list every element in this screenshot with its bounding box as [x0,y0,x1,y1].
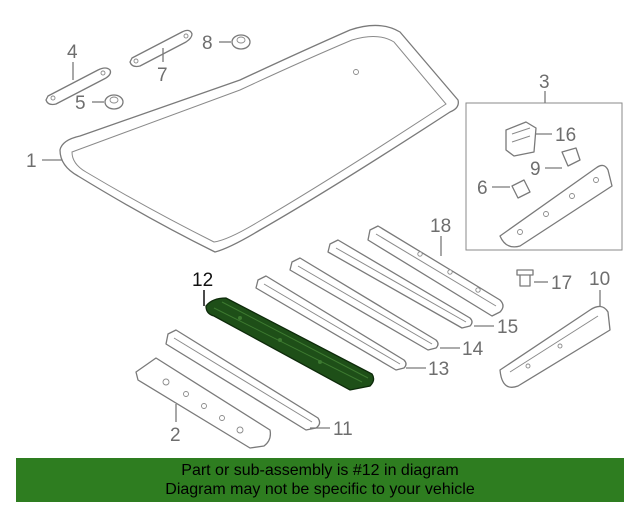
bracket-4 [45,67,112,106]
front-header-2 [135,357,272,449]
banner-line-2: Diagram may not be specific to your vehi… [165,481,475,498]
roof-bow-11 [165,329,321,431]
parts-diagram: 1 2 3 4 5 6 7 8 9 10 11 12 13 14 15 16 1… [26,24,623,449]
clip-5 [104,94,124,110]
banner-line-1: Part or sub-assembly is #12 in diagram [181,462,459,479]
callout-5: 5 [75,93,86,114]
callout-3: 3 [539,72,550,93]
callout-14: 14 [462,339,484,360]
callout-17: 17 [551,273,572,294]
roof-bow-13 [255,275,407,371]
roof-bow-15 [327,239,473,329]
callout-10: 10 [589,269,610,290]
reinforcement-3 [499,164,613,248]
callout-15: 15 [497,317,518,338]
roof-panel [59,24,459,253]
callout-6: 6 [477,178,488,199]
callout-7: 7 [157,65,168,86]
callout-4: 4 [67,42,78,63]
part-16 [505,121,537,157]
roof-bow-12-highlighted [205,297,375,391]
callout-11: 11 [333,419,353,440]
clip-8 [231,34,251,50]
roof-bow-18 [367,225,504,317]
callout-8: 8 [202,33,213,54]
side-reinforcement-10 [499,305,611,388]
bracket-7 [129,29,193,68]
info-banner: Part or sub-assembly is #12 in diagram D… [16,458,624,502]
bolt-17 [516,269,534,287]
callout-1: 1 [26,151,37,172]
callout-2: 2 [170,425,181,446]
part-9 [561,147,581,167]
callout-16: 16 [555,125,576,146]
callout-9: 9 [530,159,541,180]
callout-13: 13 [428,359,449,380]
callout-18: 18 [430,216,451,237]
roof-bow-14 [289,257,439,351]
part-6 [511,179,531,199]
callout-12: 12 [192,270,213,291]
